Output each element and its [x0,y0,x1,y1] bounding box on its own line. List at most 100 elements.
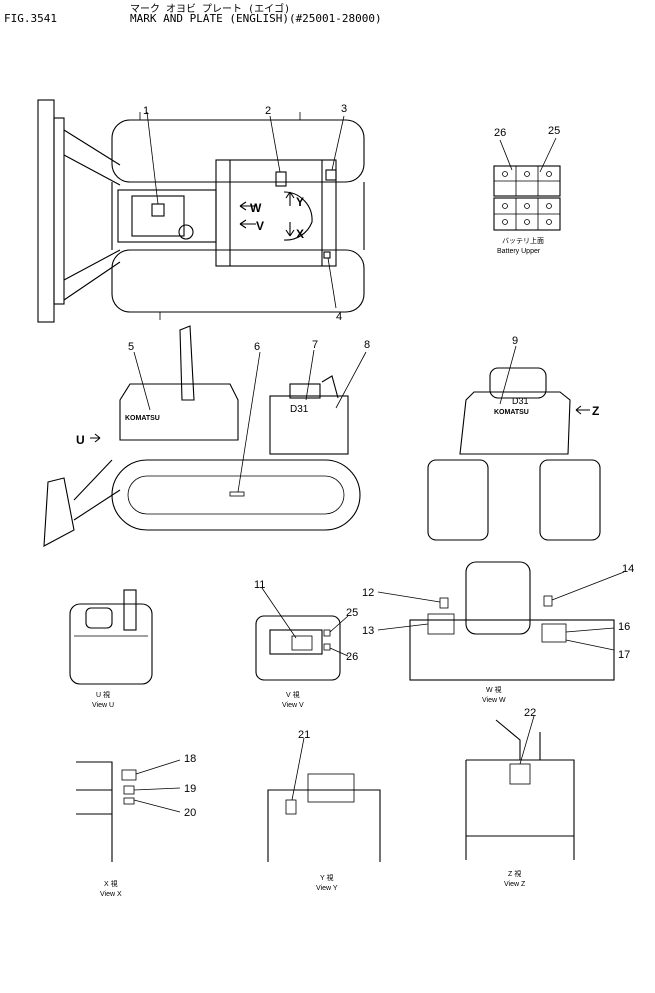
side-leaders [133,349,367,493]
figure-number: FIG.3541 [4,12,57,25]
leader-1 [146,111,159,205]
view-v-jp: V 視 [286,690,300,699]
rear-track-right [539,459,601,541]
view-z-levers [495,719,541,760]
leader-21 [291,737,305,801]
view-v-panel [269,629,323,655]
arrow-y [285,191,295,206]
rear-body [459,391,571,455]
battery-leaders [499,137,557,173]
mark-6-rect [229,491,245,497]
callout-6: 6 [254,341,260,353]
callout-7: 7 [312,339,318,351]
callout-24: 26 [346,651,358,663]
view-v-en: View V [282,702,304,709]
view-u-body [69,603,153,685]
view-z: 22 Z 視 View Z [465,707,575,888]
leader-22 [519,715,535,765]
exhaust-pipe [179,325,195,401]
track-details [139,112,301,320]
label-y: Y [296,195,304,209]
view-x-en: View X [100,891,122,898]
view-x-body [76,761,113,862]
mark-3-rect [325,169,337,181]
callout-3: 3 [341,103,347,115]
view-y-body [267,789,381,862]
battery-caption-jp: バッテリ上面 [502,236,544,245]
view-y-jp: Y 視 [320,873,334,882]
label-w: W [250,201,262,215]
view-w-seat [465,561,531,635]
mark-23-rect [323,629,331,637]
leader-3 [331,115,345,171]
callout-11: 11 [254,579,265,591]
mark-1-rect [151,203,165,217]
callout-8: 8 [364,339,370,351]
arrow-v [239,219,256,229]
view-w-en: View W [482,697,506,704]
view-u: U 視 View U [69,589,153,709]
view-w: 12 13 14 16 17 W 視 View W [362,561,634,704]
brand-side: KOMATSU [125,415,160,422]
battery-caption-en: Battery Upper [497,248,541,255]
leader-4 [327,257,337,309]
callout-23: 25 [346,607,358,619]
title-english: MARK AND PLATE (ENGLISH)(#25001-28000) [130,12,382,25]
callout-25: 25 [548,125,560,137]
track-inner [127,475,345,515]
mark-11-rect [291,635,313,651]
mark-13-rect [427,613,455,635]
model-rear: D31 [512,396,529,406]
title-japanese: マーク オヨビ プレート (エイゴ) [130,4,291,15]
view-z-jp: Z 視 [508,869,521,878]
engine-hood [117,189,217,243]
view-x-jp: X 視 [104,879,118,888]
blade-edge-top [53,117,65,305]
view-y-en: View Y [316,885,338,892]
leader-2 [269,115,281,173]
filler-cap [178,224,194,240]
leader-9 [499,345,517,405]
mark-24-rect [323,643,331,651]
mark-2-rect [275,171,287,187]
callout-17: 17 [618,649,630,661]
arrow-u [90,433,101,443]
callout-20: 20 [184,807,196,819]
hood-plate [131,195,185,237]
callout-14: 14 [622,563,634,575]
view-x: 18 19 20 X 視 View X [76,753,196,898]
view-v: 11 25 26 V 視 View V [254,579,358,709]
arrow-z [575,405,590,415]
brand-rear: KOMATSU [494,409,529,416]
callout-9: 9 [512,335,518,347]
view-z-en: View Z [504,881,526,888]
mark-4-rect [323,251,331,259]
mark-22-rect [509,763,531,785]
push-arms-top [63,129,121,301]
label-x: X [296,227,304,241]
view-u-cap [85,607,113,629]
seat-arc [283,191,313,241]
mark-16-17-rect [541,623,567,643]
callout-1: 1 [143,105,149,117]
callout-5: 5 [128,341,134,353]
callout-18: 18 [184,753,196,765]
callout-12: 12 [362,587,374,599]
callout-21: 21 [298,729,310,741]
cab-inner-lines [229,160,323,266]
engine-hood-side [119,383,239,441]
rear-track-left [427,459,489,541]
mark-19-rect [123,785,135,795]
battery-grid [494,166,560,230]
seat-side [289,383,321,399]
mark-14-rect [543,595,553,607]
callout-13: 13 [362,625,374,637]
rear-view: D31 KOMATSU Z 9 [427,335,601,541]
view-w-leaders [377,571,625,651]
mark-18-rect [121,769,137,781]
view-y: 21 Y 視 View Y [267,729,381,892]
view-u-en: View U [92,702,114,709]
view-y-panel [307,773,355,803]
callout-2: 2 [265,105,271,117]
